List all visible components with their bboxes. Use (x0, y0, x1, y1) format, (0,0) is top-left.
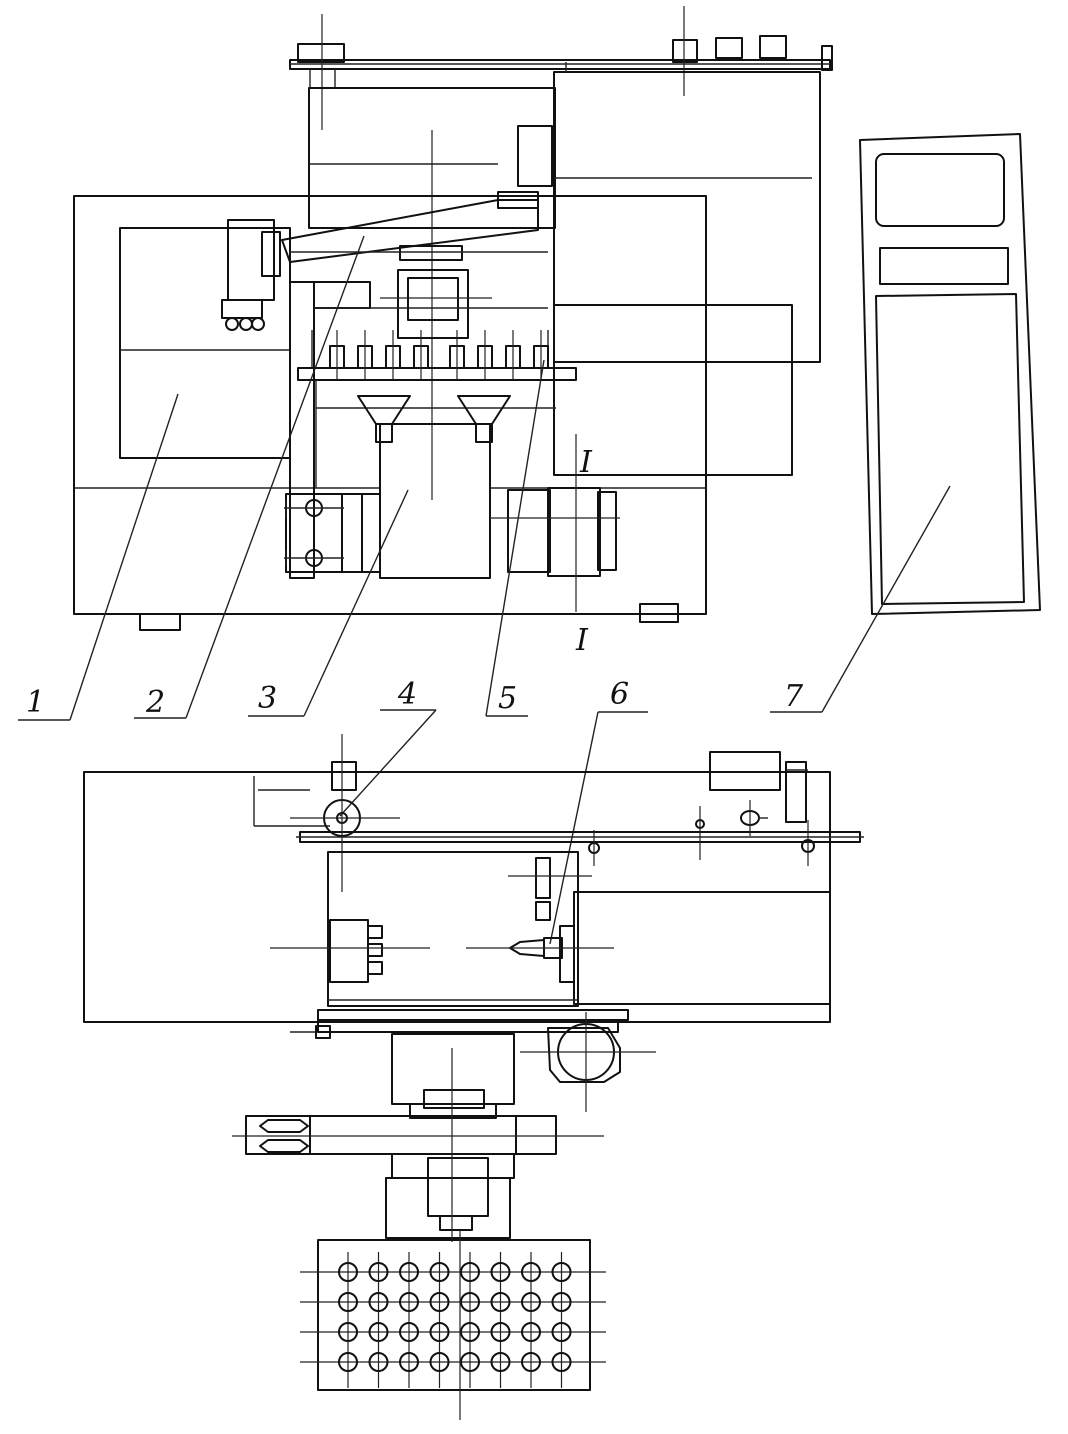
top-rail (290, 6, 832, 130)
tool-pocket (339, 1293, 357, 1311)
tool-pocket (553, 1263, 571, 1281)
tool-row (298, 330, 576, 380)
part-labels: 1 2 3 4 5 6 7 (26, 677, 804, 720)
label-3: 3 (258, 681, 277, 716)
control-cabinet (860, 134, 1040, 614)
magazine-unit (222, 200, 548, 330)
tool-pocket (339, 1353, 357, 1371)
tool-pocket (431, 1353, 449, 1371)
section-marks: I I (575, 445, 593, 658)
tool-pocket (522, 1323, 540, 1341)
tool-pocket (431, 1293, 449, 1311)
tool-pocket (522, 1293, 540, 1311)
machine-base (74, 196, 706, 630)
tool-pocket (522, 1263, 540, 1281)
label-4: 4 (397, 677, 417, 712)
tool-pocket (339, 1323, 357, 1341)
tool-pocket (492, 1323, 510, 1341)
tool-pocket (461, 1353, 479, 1371)
tool-pocket (400, 1353, 418, 1371)
leader-lines (18, 236, 950, 944)
spindle-head-block (309, 88, 555, 500)
tool-pocket (370, 1353, 388, 1371)
label-2: 2 (145, 685, 165, 720)
tool-pocket (492, 1353, 510, 1371)
table-motor (490, 434, 620, 612)
tool-pocket (431, 1263, 449, 1281)
label-1: 1 (26, 685, 45, 720)
label-7: 7 (784, 679, 804, 714)
tool-pocket (461, 1293, 479, 1311)
tool-pocket (522, 1353, 540, 1371)
front-view: I I (74, 6, 832, 658)
plan-view (84, 734, 864, 1420)
tool-pocket (553, 1293, 571, 1311)
label-6: 6 (610, 677, 629, 712)
tool-pocket (431, 1323, 449, 1341)
tool-pocket (370, 1263, 388, 1281)
magazine-grid (300, 1252, 606, 1388)
tool-pocket (339, 1263, 357, 1281)
tool-pocket (553, 1323, 571, 1341)
tool-pocket (461, 1263, 479, 1281)
label-5: 5 (498, 681, 517, 716)
tool-pocket (400, 1323, 418, 1341)
work-table (284, 380, 556, 578)
section-mark-bottom: I (575, 623, 589, 658)
spindle-carriage (290, 270, 548, 578)
tool-pocket (400, 1263, 418, 1281)
tool-pocket (553, 1353, 571, 1371)
tool-pocket (492, 1263, 510, 1281)
tool-pocket (370, 1293, 388, 1311)
tool-pocket (461, 1323, 479, 1341)
tool-pocket (400, 1293, 418, 1311)
tool-pocket (492, 1293, 510, 1311)
section-mark-top: I (579, 445, 593, 480)
tool-pocket (370, 1323, 388, 1341)
right-column (554, 62, 820, 475)
door-panel (120, 228, 290, 458)
